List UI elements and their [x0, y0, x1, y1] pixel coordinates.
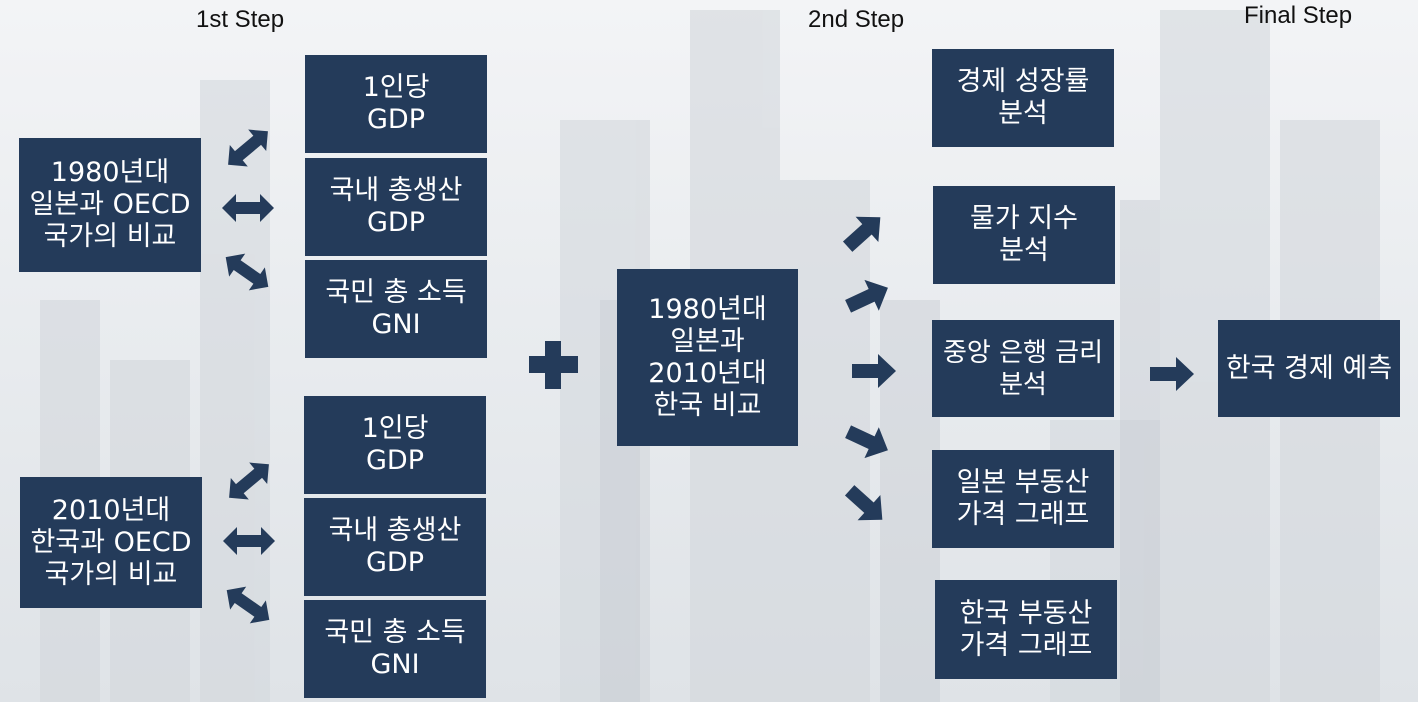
- double-arrow-icon: [218, 578, 278, 632]
- growth-rate-analysis-text: 경제 성장률 분석: [956, 66, 1090, 129]
- japan-real-estate-graph-box: 일본 부동산 가격 그래프: [932, 450, 1114, 548]
- price-index-analysis-text: 물가 지수 분석: [970, 203, 1078, 266]
- plus-icon: [529, 341, 578, 389]
- top-gni-box: 국민 총 소득 GNI: [305, 260, 487, 358]
- korea-oecd-comparison-text: 2010년대 한국과 OECD 국가의 비교: [30, 494, 192, 590]
- double-arrow-icon: [217, 245, 277, 299]
- arrow-icon: [1150, 357, 1194, 391]
- top-gdp-per-capita-box: 1인당 GDP: [305, 55, 487, 153]
- bottom-gdp-box: 국내 총생산 GDP: [304, 498, 486, 596]
- korea-economy-forecast-text: 한국 경제 예측: [1225, 352, 1393, 384]
- growth-rate-analysis-box: 경제 성장률 분석: [932, 49, 1114, 147]
- price-index-analysis-box: 물가 지수 분석: [933, 186, 1115, 284]
- double-arrow-icon: [223, 527, 275, 555]
- double-arrow-icon: [222, 194, 274, 222]
- korea-oecd-comparison-box: 2010년대 한국과 OECD 국가의 비교: [20, 477, 202, 608]
- arrow-icon: [836, 204, 892, 260]
- step-1-label: 1st Step: [196, 6, 285, 33]
- center-comparison-text: 1980년대 일본과 2010년대 한국 비교: [648, 293, 767, 421]
- interest-rate-analysis-box: 중앙 은행 금리 분석: [932, 320, 1114, 417]
- japan-real-estate-graph-text: 일본 부동산 가격 그래프: [956, 467, 1090, 530]
- bottom-gdp-per-capita-text: 1인당 GDP: [361, 413, 429, 476]
- bottom-gni-box: 국민 총 소득 GNI: [304, 600, 486, 698]
- top-gdp-box: 국내 총생산 GDP: [305, 158, 487, 256]
- bottom-gdp-text: 국내 총생산 GDP: [328, 515, 462, 578]
- interest-rate-analysis-text: 중앙 은행 금리 분석: [942, 337, 1104, 400]
- double-arrow-icon: [219, 120, 277, 176]
- double-arrow-icon: [220, 453, 278, 509]
- japan-oecd-comparison-text: 1980년대 일본과 OECD 국가의 비교: [29, 157, 191, 252]
- final-step-label: Final Step: [1244, 2, 1353, 29]
- top-gni-text: 국민 총 소득 GNI: [325, 277, 467, 340]
- arrow-icon: [840, 272, 896, 322]
- korea-economy-forecast-box: 한국 경제 예측: [1218, 320, 1400, 417]
- korea-real-estate-graph-text: 한국 부동산 가격 그래프: [959, 597, 1093, 661]
- arrow-icon: [852, 354, 896, 388]
- bottom-gdp-per-capita-box: 1인당 GDP: [304, 396, 486, 494]
- step-2-label: 2nd Step: [808, 6, 905, 33]
- japan-oecd-comparison-box: 1980년대 일본과 OECD 국가의 비교: [19, 138, 201, 272]
- top-gdp-per-capita-text: 1인당 GDP: [362, 72, 430, 135]
- center-comparison-box: 1980년대 일본과 2010년대 한국 비교: [617, 269, 798, 446]
- top-gdp-text: 국내 총생산 GDP: [329, 175, 463, 238]
- korea-real-estate-graph-box: 한국 부동산 가격 그래프: [935, 580, 1117, 679]
- arrow-icon: [840, 416, 896, 466]
- arrow-icon: [838, 477, 894, 533]
- bottom-gni-text: 국민 총 소득 GNI: [324, 617, 466, 680]
